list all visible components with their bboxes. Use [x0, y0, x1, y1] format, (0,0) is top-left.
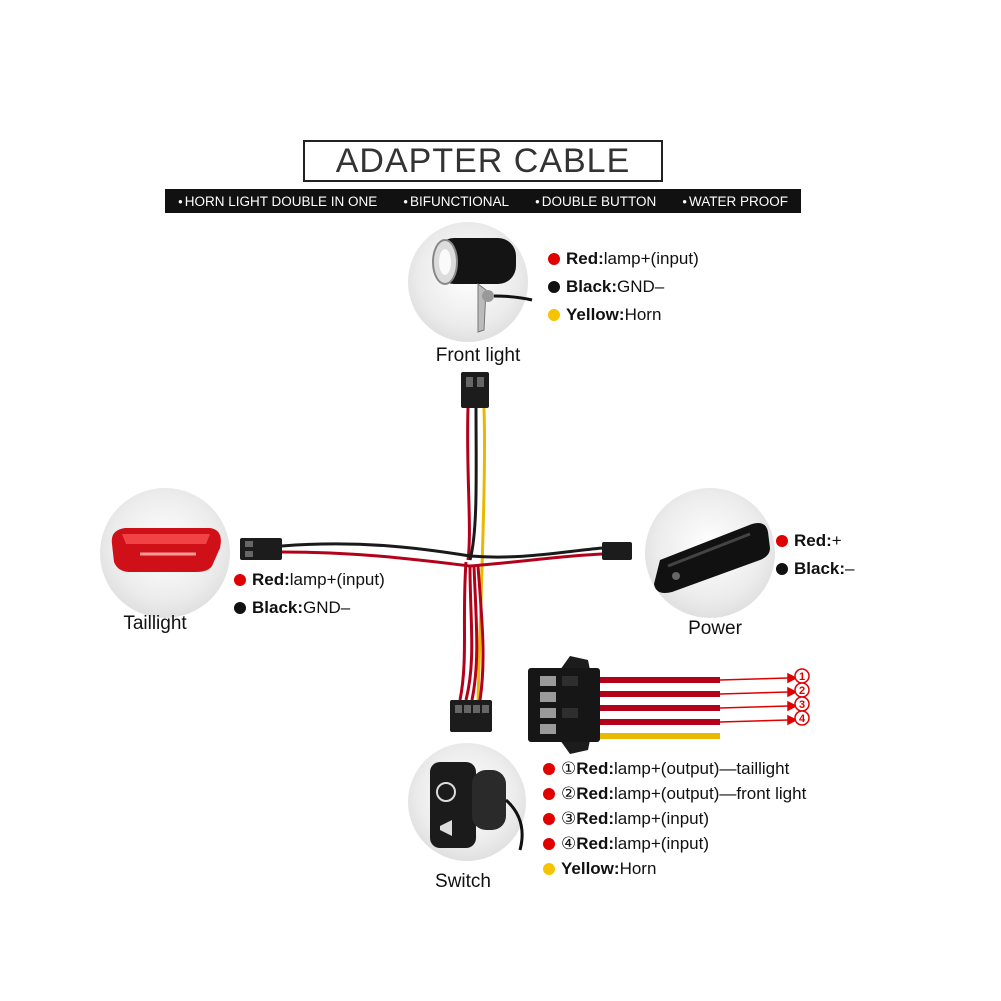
- red-dot-icon: [776, 535, 788, 547]
- legend-row: Red:+: [776, 527, 855, 555]
- feature-item: WATER PROOF: [682, 194, 788, 209]
- legend-row: ③Red:lamp+(input): [543, 806, 806, 831]
- legend-row: Red:lamp+(input): [234, 566, 385, 594]
- legend-row: Black:GND–: [234, 594, 385, 622]
- taillight-caption: Taillight: [123, 613, 187, 634]
- pin-number: 4: [799, 713, 806, 725]
- taillight-icon: [111, 528, 221, 572]
- black-dot-icon: [548, 281, 560, 293]
- red-dot-icon: [543, 838, 555, 850]
- black-dot-icon: [776, 563, 788, 575]
- legend-row: ②Red:lamp+(output)—front light: [543, 781, 806, 806]
- legend-row: ①Red:lamp+(output)—taillight: [543, 756, 806, 781]
- battery-icon: [654, 523, 770, 593]
- legend-row: Black:–: [776, 555, 855, 583]
- title-box: ADAPTER CABLE: [303, 140, 663, 182]
- feature-bar: HORN LIGHT DOUBLE IN ONE BIFUNCTIONAL DO…: [165, 189, 801, 213]
- page-title: ADAPTER CABLE: [335, 141, 631, 180]
- pin-number: 1: [799, 671, 805, 683]
- power-legend: Red:+ Black:–: [776, 527, 855, 583]
- legend-row: Yellow:Horn: [548, 301, 699, 329]
- taillight-legend: Red:lamp+(input) Black:GND–: [234, 566, 385, 622]
- enlarged-connector: [528, 656, 600, 754]
- black-dot-icon: [234, 602, 246, 614]
- feature-item: HORN LIGHT DOUBLE IN ONE: [178, 194, 378, 209]
- taillight-connector: [240, 538, 282, 560]
- feature-item: BIFUNCTIONAL: [403, 194, 509, 209]
- red-dot-icon: [543, 813, 555, 825]
- pin-arrows: [719, 672, 798, 726]
- feature-item: DOUBLE BUTTON: [535, 194, 657, 209]
- yellow-dot-icon: [543, 863, 555, 875]
- legend-row: ④Red:lamp+(input): [543, 831, 806, 856]
- front-light-legend: Red:lamp+(input) Black:GND– Yellow:Horn: [548, 245, 699, 329]
- switch-caption: Switch: [435, 871, 491, 892]
- red-dot-icon: [234, 574, 246, 586]
- yellow-dot-icon: [548, 309, 560, 321]
- pin-number-circles: 1 2 3 4: [794, 668, 810, 726]
- red-dot-icon: [543, 788, 555, 800]
- legend-row: Yellow:Horn: [543, 856, 806, 881]
- power-caption: Power: [688, 618, 742, 639]
- pin-number: 3: [799, 699, 805, 711]
- legend-row: Red:lamp+(input): [548, 245, 699, 273]
- power-connector: [602, 542, 632, 560]
- front-light-caption: Front light: [435, 345, 521, 366]
- switch-legend: ①Red:lamp+(output)—taillight ②Red:lamp+(…: [543, 756, 806, 881]
- switch-connector: [450, 700, 492, 732]
- front-lamp-icon: [432, 238, 533, 333]
- red-dot-icon: [548, 253, 560, 265]
- red-dot-icon: [543, 763, 555, 775]
- legend-row: Black:GND–: [548, 273, 699, 301]
- pin-number: 2: [799, 685, 805, 697]
- front-light-connector: [461, 372, 489, 408]
- switch-icon: [430, 762, 524, 851]
